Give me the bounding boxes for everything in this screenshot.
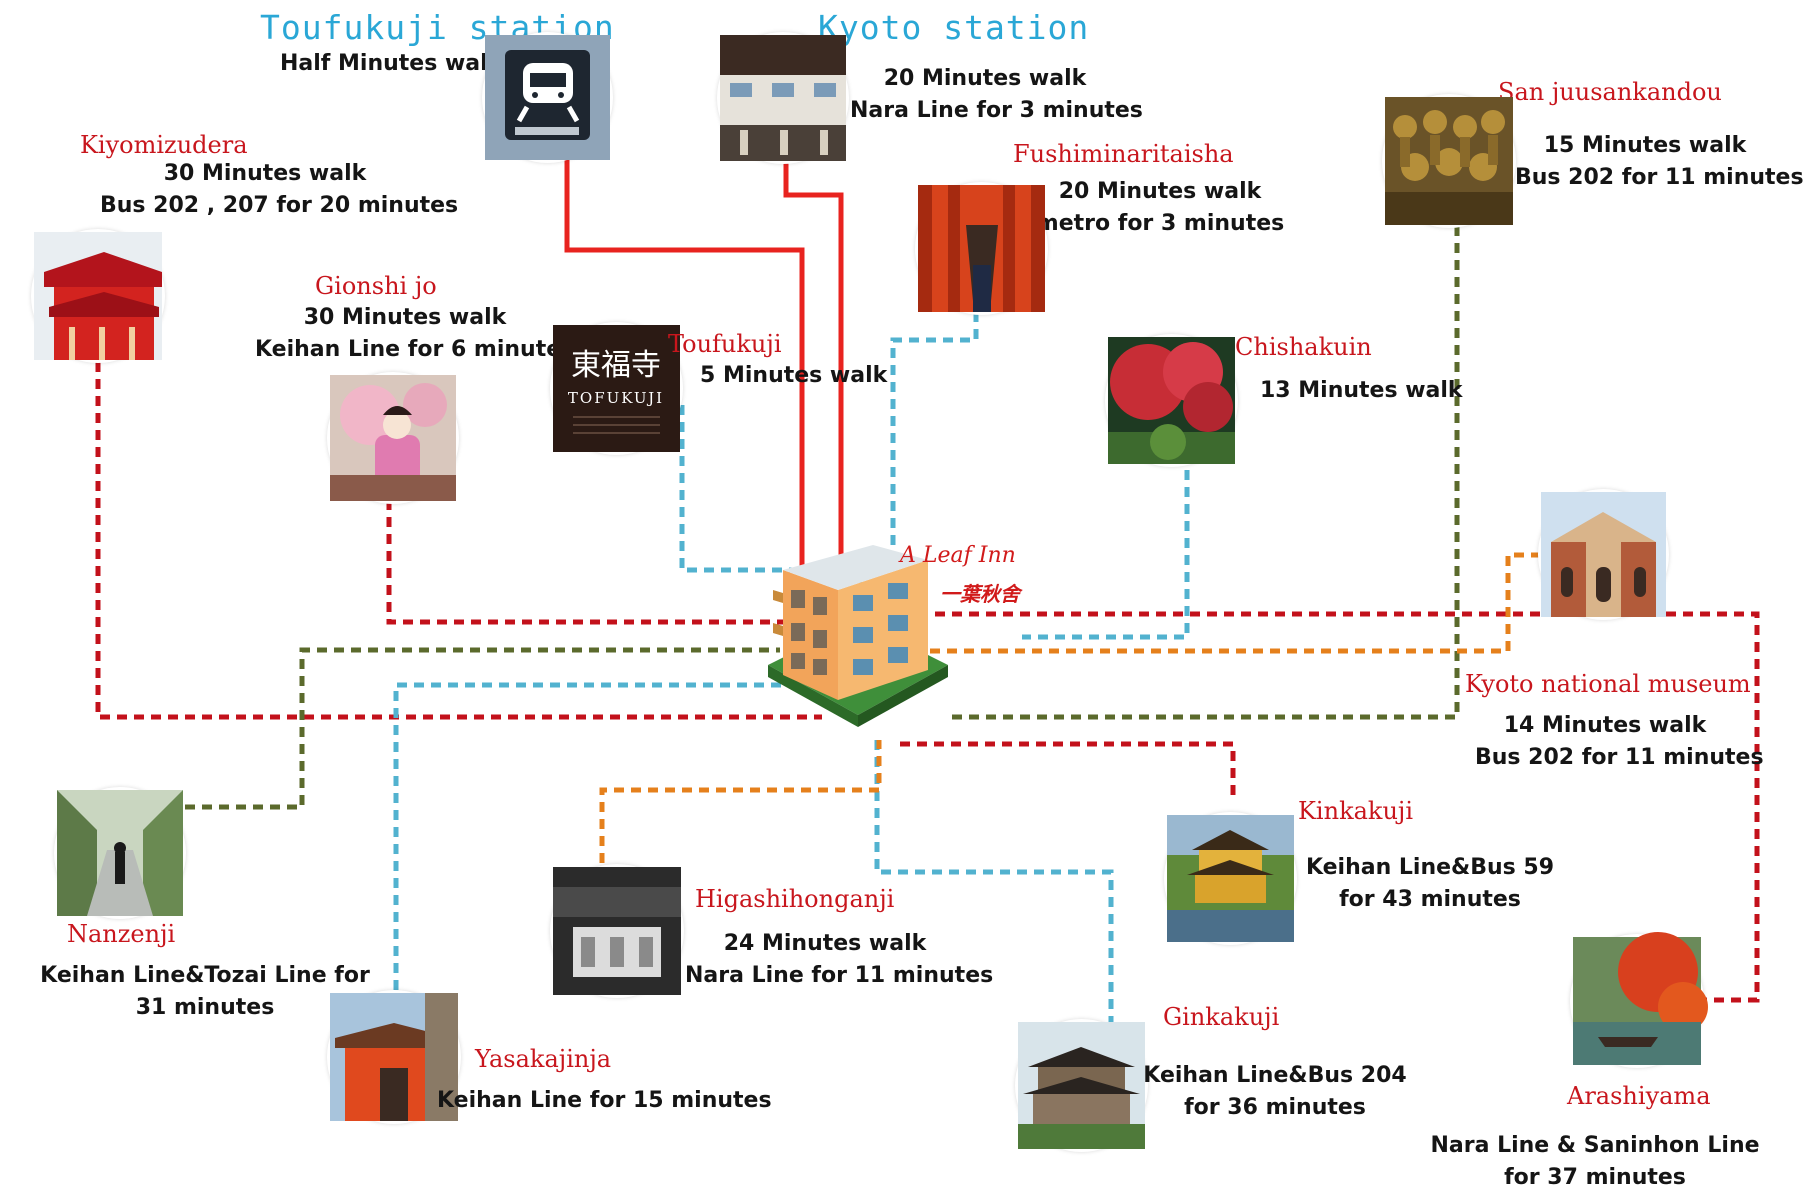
kinkakuji-line-2: for 43 minutes: [1339, 887, 1521, 912]
higashihonganji-name: Higashihonganji: [695, 885, 895, 913]
route-ginkakuji: [874, 740, 1114, 1025]
toufukuji-photo: 東福寺 TOFUKUJI: [553, 325, 680, 452]
chishakuin-photo: [1108, 337, 1235, 464]
route-fushiminaritaisha: [890, 312, 979, 568]
arashiyama-name: Arashiyama: [1567, 1082, 1711, 1110]
gionshijo-name: Gionshi jo: [315, 272, 437, 300]
yasakajinja-name: Yasakajinja: [475, 1045, 612, 1073]
sanjuusankandou-line-1: 15 Minutes walk: [1543, 133, 1747, 158]
kiyomizudera-line-1: 30 Minutes walk: [163, 161, 367, 186]
fushiminaritaisha-line-1: 20 Minutes walk: [1058, 179, 1262, 204]
route-arashiyama: [935, 611, 1760, 1003]
route-chishakuin: [1022, 470, 1190, 640]
kinkakuji-name: Kinkakuji: [1298, 797, 1414, 825]
tofukuji-sign-romaji: TOFUKUJI: [568, 389, 664, 407]
nanzenji-photo: [57, 790, 183, 916]
nanzenji-name: Nanzenji: [67, 920, 176, 948]
route-kyoto-station: [783, 160, 844, 570]
yasakajinja-line-1: Keihan Line for 15 minutes: [437, 1088, 772, 1113]
kiyomizudera-line-2: Bus 202 , 207 for 20 minutes: [100, 193, 459, 218]
ginkakuji-photo: [1018, 1022, 1145, 1149]
gionshijo-photo: [330, 375, 456, 501]
route-gionshijo: [386, 500, 800, 625]
toufukuji-name: Toufukuji: [668, 330, 782, 358]
higashihonganji-photo: [553, 867, 681, 995]
yasakajinja-photo: [330, 993, 458, 1121]
fushiminaritaisha-line-2: metro for 3 minutes: [1035, 211, 1285, 236]
kyoto-station-detail-2: Nara Line for 3 minutes: [850, 98, 1143, 123]
kinkakuji-photo: [1167, 815, 1294, 942]
sanjuusankandou-name: San juusankandou: [1498, 78, 1722, 106]
route-kinkakuji: [900, 741, 1236, 800]
arashiyama-line-1: Nara Line & Saninhon Line: [1430, 1133, 1760, 1158]
higashihonganji-line-1: 24 Minutes walk: [723, 931, 927, 956]
sanjuusankandou-line-2: Bus 202 for 11 minutes: [1515, 165, 1804, 190]
toufukuji-station-detail: Half Minutes walk: [280, 51, 503, 76]
kinkakuji-line-1: Keihan Line&Bus 59: [1305, 855, 1555, 880]
nanzenji-line-2: 31 minutes: [135, 995, 275, 1020]
inn-name: A Leaf Inn: [900, 543, 1016, 568]
arashiyama-line-2: for 37 minutes: [1504, 1165, 1686, 1190]
kyoto-museum-photo: [1541, 492, 1666, 617]
ginkakuji-line-1: Keihan Line&Bus 204: [1143, 1063, 1407, 1088]
nanzenji-line-1: Keihan Line&Tozai Line for: [40, 963, 370, 988]
tofukuji-sign-kanji: 東福寺: [571, 348, 661, 383]
kyoto-museum-line-2: Bus 202 for 11 minutes: [1475, 745, 1764, 770]
kiyomizudera-photo: [34, 232, 162, 360]
kiyomizudera-name: Kiyomizudera: [80, 131, 248, 159]
kyoto-museum-line-1: 14 Minutes walk: [1503, 713, 1707, 738]
route-higashihonganji: [599, 740, 882, 863]
toufukuji-line-1: 5 Minutes walk: [700, 363, 888, 388]
gionshijo-line-2: Keihan Line for 6 minutes: [255, 337, 575, 362]
higashihonganji-line-2: Nara Line for 11 minutes: [685, 963, 994, 988]
route-nanzenji: [185, 647, 780, 810]
inn-jp-name: 一葉秋舍: [940, 582, 1020, 606]
route-toufukuji-station: [564, 160, 805, 570]
route-kiyomizudera: [95, 362, 822, 720]
fushiminaritaisha-photo: [918, 185, 1045, 312]
gionshijo-line-1: 30 Minutes walk: [303, 305, 507, 330]
inn-building-illustration: [763, 545, 953, 745]
ginkakuji-name: Ginkakuji: [1163, 1003, 1280, 1031]
arashiyama-photo: [1573, 932, 1708, 1065]
fushiminaritaisha-name: Fushiminaritaisha: [1013, 140, 1234, 168]
toufukuji-station-photo: [485, 35, 610, 160]
route-kyoto-museum: [907, 552, 1541, 654]
kyoto-museum-name: Kyoto national museum: [1465, 670, 1751, 698]
kyoto-station-photo: [720, 35, 846, 161]
kyoto-station-title: Kyoto station: [818, 8, 1090, 47]
chishakuin-name: Chishakuin: [1235, 333, 1372, 361]
ginkakuji-line-2: for 36 minutes: [1184, 1095, 1366, 1120]
kyoto-station-detail-1: 20 Minutes walk: [883, 66, 1087, 91]
sanjuusankandou-photo: [1385, 97, 1513, 225]
chishakuin-line-1: 13 Minutes walk: [1260, 378, 1463, 403]
